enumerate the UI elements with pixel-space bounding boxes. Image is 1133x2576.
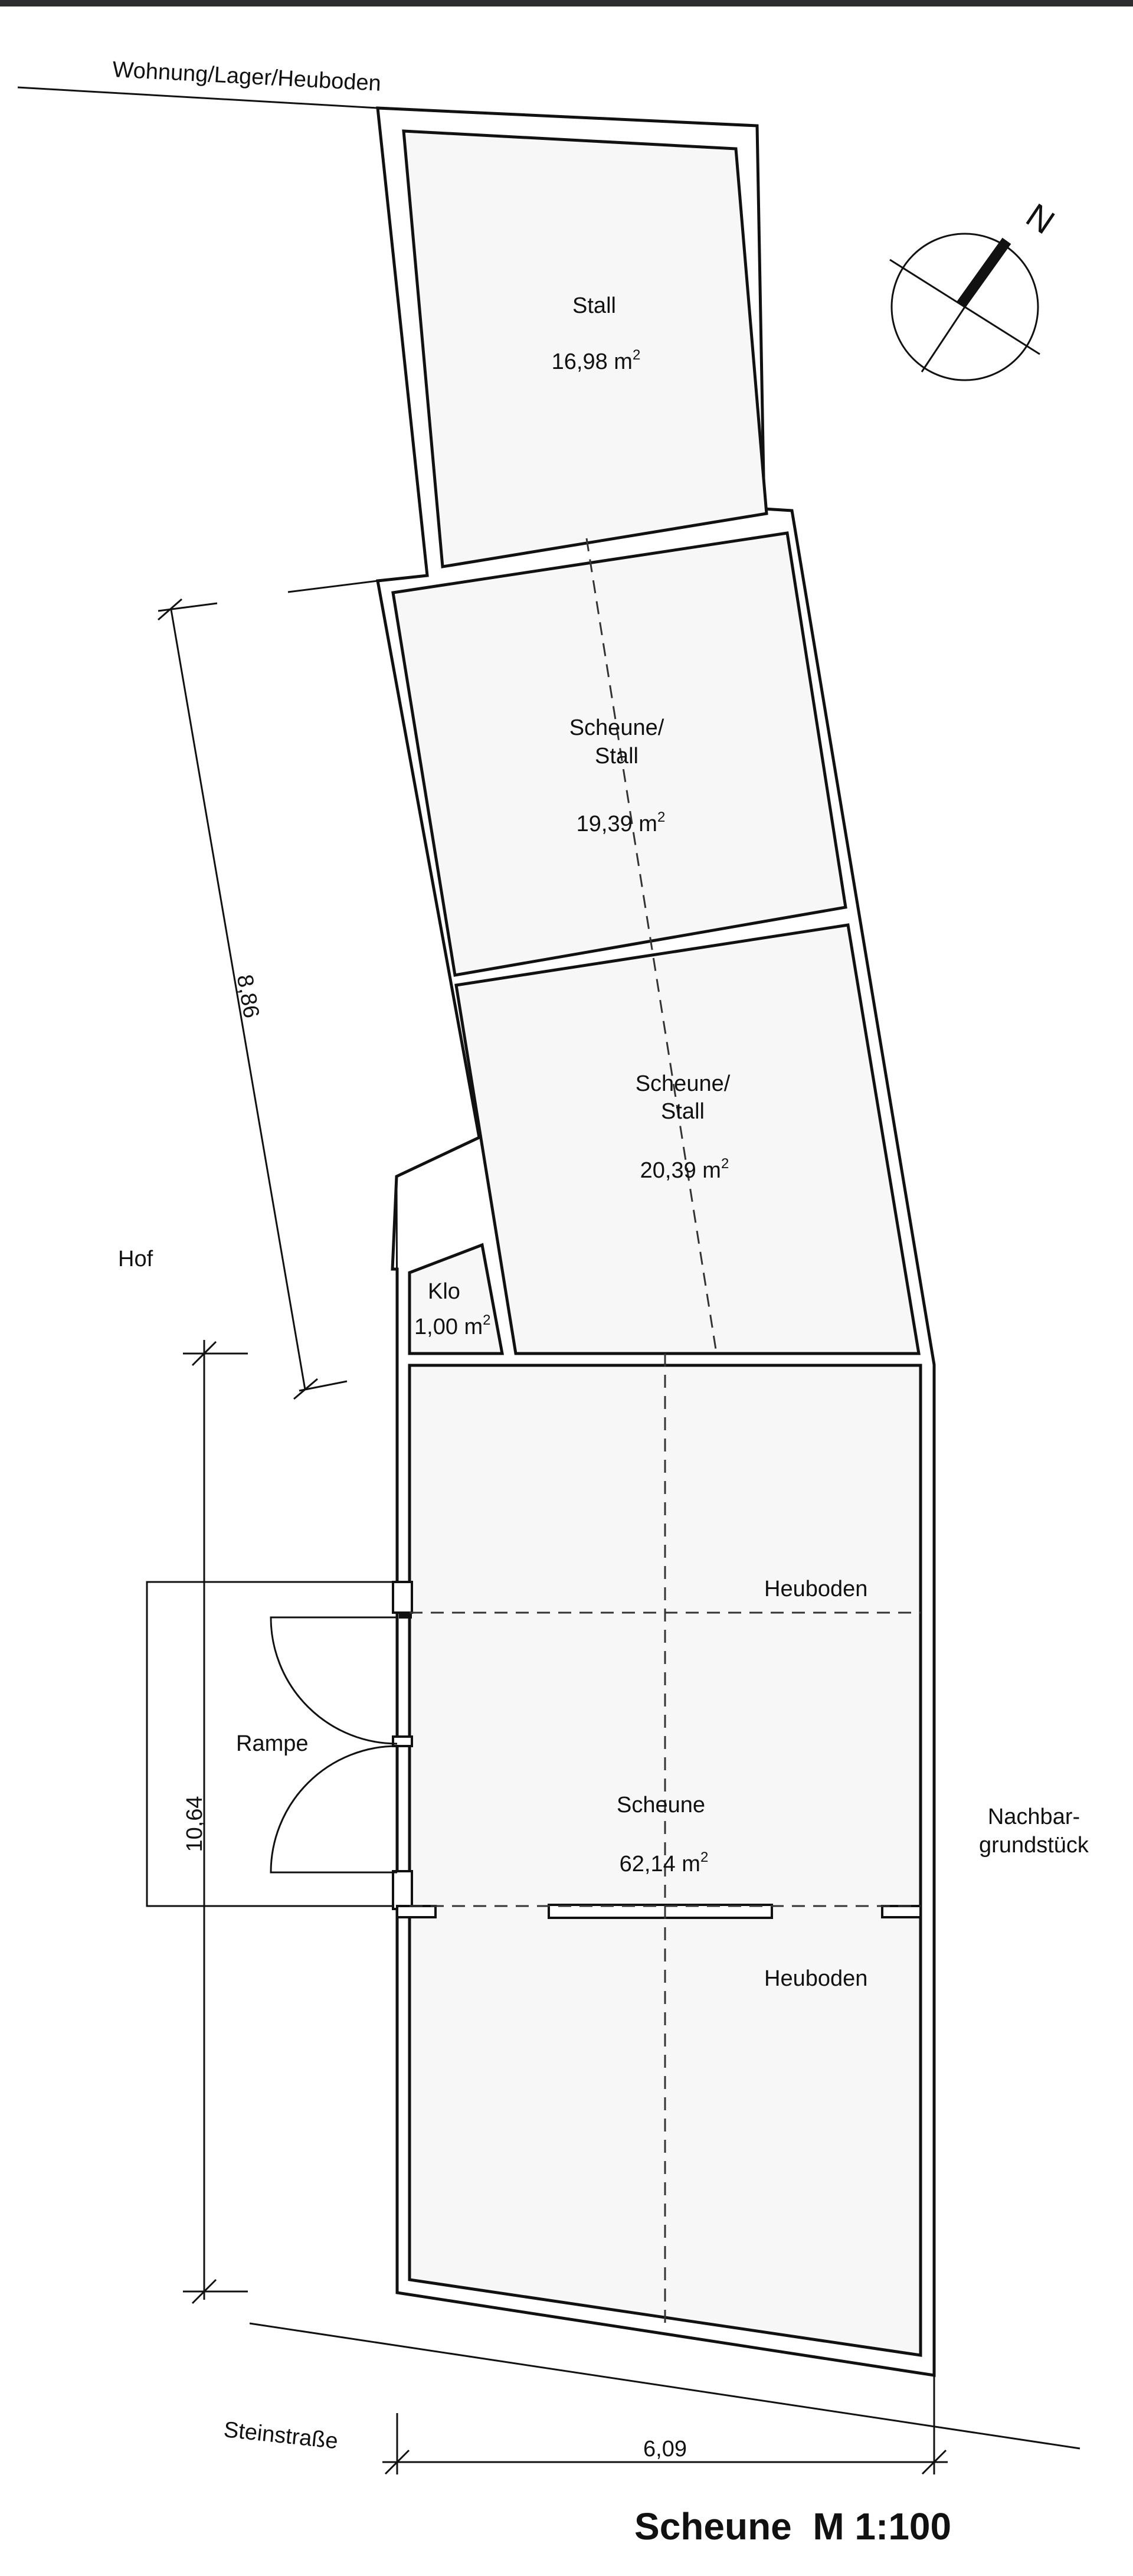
label-wohnung: Wohnung/Lager/Heuboden	[112, 57, 382, 96]
label-scheune-stall-2-area: 20,39 m2	[640, 1156, 729, 1183]
hof-strip	[287, 580, 480, 1352]
label-scheune-area: 62,14 m2	[620, 1849, 709, 1877]
north-boundary-line	[17, 86, 378, 109]
dimension-width-label: 6,09	[643, 2437, 687, 2461]
label-scheune-stall-2b: Stall	[661, 1099, 705, 1124]
jamb-left-wall	[396, 1905, 437, 1918]
jamb-bottom-left	[392, 1870, 413, 1910]
label-stall-area: 16,98 m2	[552, 347, 641, 374]
label-scheune-stall-1-area: 19,39 m2	[577, 809, 666, 836]
label-heuboden-bottom: Heuboden	[764, 1966, 867, 1991]
label-heuboden-top: Heuboden	[764, 1577, 867, 1601]
sliding-door[interactable]	[548, 1904, 773, 1919]
label-klo-area: 1,00 m2	[414, 1312, 491, 1339]
label-scheune-stall-1b: Stall	[595, 744, 638, 769]
jamb-mid	[392, 1735, 413, 1747]
label-nachbar-1: Nachbar-	[988, 1804, 1080, 1829]
dimension-vert-label: 10,64	[182, 1796, 207, 1852]
axis-line-north	[585, 538, 718, 1354]
label-rampe: Rampe	[236, 1731, 309, 1756]
label-hof: Hof	[118, 1247, 153, 1271]
dimension-vertical: 10,64	[182, 1340, 248, 2304]
label-stall: Stall	[572, 293, 616, 318]
label-nachbar-2: grundstück	[979, 1833, 1089, 1858]
jamb-top-left	[392, 1581, 413, 1614]
jamb-right-wall	[881, 1905, 922, 1918]
jamb-top-left-inner	[399, 1613, 412, 1619]
label-klo: Klo	[428, 1279, 460, 1304]
top-bar	[0, 0, 1133, 6]
plan-title: Scheune M 1:100	[634, 2505, 951, 2548]
rampe-platform	[146, 1581, 397, 1907]
north-arrow-icon	[956, 237, 1011, 309]
label-steinstrasse: Steinstraße	[222, 2417, 339, 2454]
label-scheune-stall-2a: Scheune/	[636, 1071, 731, 1096]
north-letter: N	[1019, 196, 1061, 241]
room-scheune-stall-2[interactable]	[454, 923, 921, 1355]
compass: N	[889, 196, 1061, 381]
street-boundary-line	[249, 2322, 1080, 2450]
label-scheune: Scheune	[617, 1793, 705, 1817]
room-klo[interactable]	[408, 1243, 505, 1355]
room-stall[interactable]	[402, 129, 768, 568]
dimension-width: 6,09	[382, 2373, 948, 2475]
door-swing-lower[interactable]	[270, 1745, 398, 1874]
label-scheune-stall-1a: Scheune/	[569, 715, 664, 740]
dimension-diag-label: 8,86	[232, 973, 264, 1020]
door-swing-upper[interactable]	[270, 1616, 398, 1745]
room-scheune-stall-1[interactable]	[391, 531, 847, 977]
dimension-diagonal: 8,86	[158, 598, 348, 1400]
